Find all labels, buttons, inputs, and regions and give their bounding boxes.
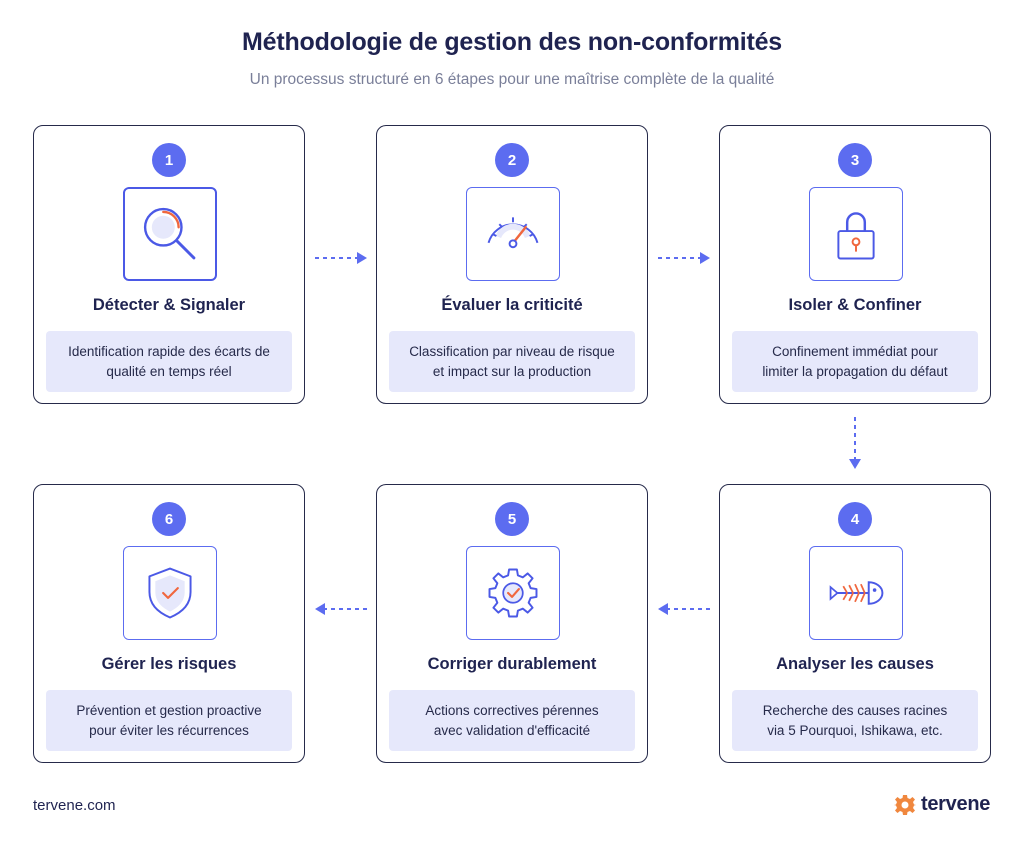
step-title: Analyser les causes bbox=[776, 655, 934, 673]
step-title: Évaluer la criticité bbox=[441, 296, 583, 314]
brand-logo: tervene bbox=[894, 793, 990, 816]
step-number-badge: 4 bbox=[838, 502, 872, 536]
step-number-badge: 3 bbox=[838, 143, 872, 177]
website-link[interactable]: tervene.com bbox=[33, 797, 116, 814]
page-title: Méthodologie de gestion des non-conformi… bbox=[241, 28, 783, 56]
step-card-1: 1 Détecter & Signaler Identification rap… bbox=[33, 125, 305, 404]
gear-check-icon bbox=[488, 568, 538, 618]
step-icon-box bbox=[466, 187, 560, 281]
step-card-5: 5 Corriger durablement Actions correctiv… bbox=[376, 484, 648, 763]
arrow-down-icon bbox=[849, 417, 861, 469]
magnifier-icon bbox=[143, 207, 196, 260]
step-description: Confinement immédiat pour limiter la pro… bbox=[732, 331, 978, 392]
step-number-badge: 6 bbox=[152, 502, 186, 536]
step-title: Corriger durablement bbox=[427, 655, 597, 673]
step-icon-box bbox=[809, 187, 903, 281]
arrow-right-icon bbox=[658, 252, 710, 264]
gear-logo-icon bbox=[894, 794, 916, 815]
padlock-icon bbox=[837, 212, 875, 260]
step-title: Gérer les risques bbox=[101, 655, 237, 673]
shield-check-icon bbox=[148, 567, 192, 619]
brand-name: tervene bbox=[921, 793, 991, 815]
gauge-icon bbox=[487, 217, 539, 249]
step-description: Actions correctives pérennes avec valida… bbox=[389, 690, 635, 751]
step-number-badge: 1 bbox=[152, 143, 186, 177]
step-description: Prévention et gestion proactive pour évi… bbox=[46, 690, 292, 751]
step-card-2: 2 Évaluer la criticité Classification pa… bbox=[376, 125, 648, 404]
step-icon-box bbox=[123, 187, 217, 281]
step-description: Classification par niveau de risque et i… bbox=[389, 331, 635, 392]
step-card-3: 3 Isoler & Confiner Confinement immédiat… bbox=[719, 125, 991, 404]
arrow-left-icon bbox=[315, 603, 367, 615]
step-icon-box bbox=[466, 546, 560, 640]
step-icon-box bbox=[809, 546, 903, 640]
fishbone-icon bbox=[829, 581, 884, 605]
arrow-right-icon bbox=[315, 252, 367, 264]
step-title: Détecter & Signaler bbox=[92, 296, 246, 314]
step-number-badge: 2 bbox=[495, 143, 529, 177]
step-description: Identification rapide des écarts de qual… bbox=[46, 331, 292, 392]
step-description: Recherche des causes racines via 5 Pourq… bbox=[732, 690, 978, 751]
arrow-left-icon bbox=[658, 603, 710, 615]
page-subtitle: Un processus structuré en 6 étapes pour … bbox=[249, 71, 775, 88]
step-number-badge: 5 bbox=[495, 502, 529, 536]
step-card-4: 4 Analyser les causes Recherche des caus… bbox=[719, 484, 991, 763]
step-icon-box bbox=[123, 546, 217, 640]
step-card-6: 6 Gérer les risques Prévention et gestio… bbox=[33, 484, 305, 763]
step-title: Isoler & Confiner bbox=[788, 296, 922, 314]
